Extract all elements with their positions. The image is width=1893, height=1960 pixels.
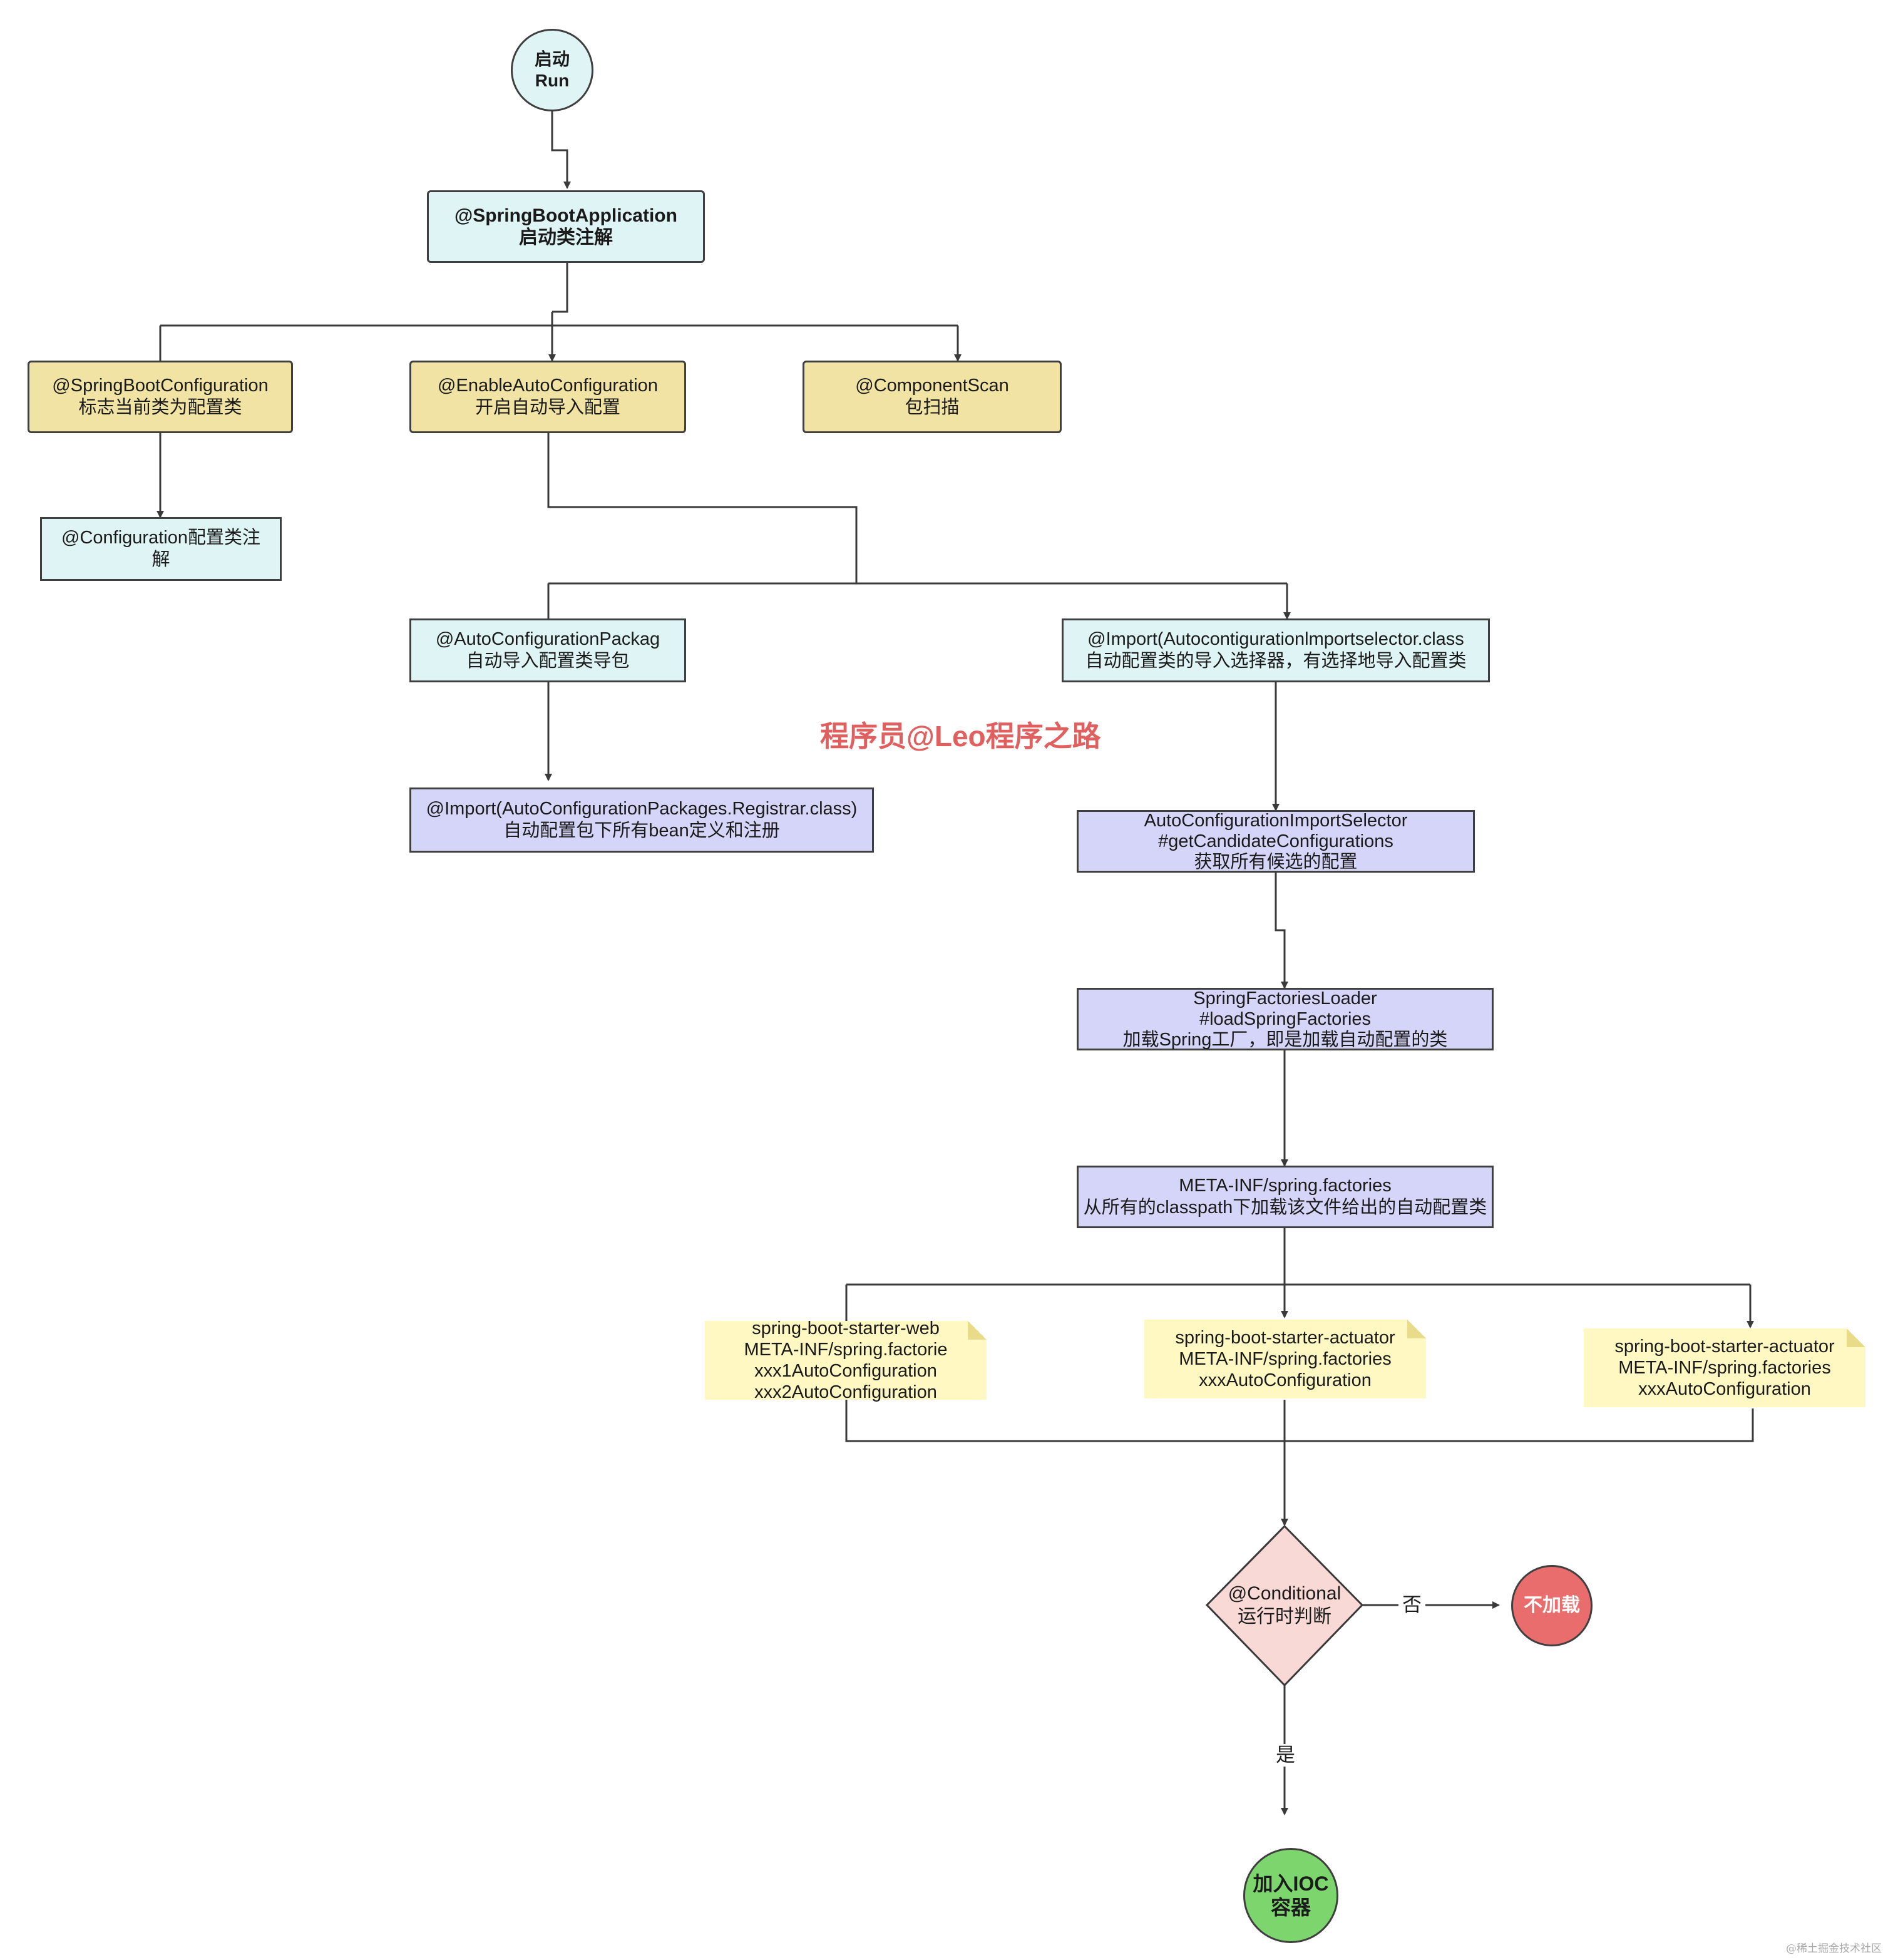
node-desc: 启动类注解	[519, 227, 613, 248]
start-label: 启动	[534, 49, 570, 69]
note-fold	[968, 1321, 987, 1340]
decision-diamond	[1205, 1524, 1364, 1687]
start-node: 启动 Run	[511, 29, 593, 111]
node-desc: 获取所有候选的配置	[1194, 851, 1358, 872]
node-desc: 从所有的classpath下加载该文件给出的自动配置类	[1083, 1198, 1487, 1218]
node-title: @Configuration配置类注	[61, 528, 260, 548]
node-desc: 标志当前类为配置类	[78, 398, 242, 418]
node-title: AutoConfigurationImportSelector	[1144, 810, 1408, 831]
spring-boot-application-node: @SpringBootApplication 启动类注解	[427, 190, 705, 263]
decision-title: @Conditional	[1228, 1583, 1342, 1604]
registrar-node: @Import(AutoConfigurationPackages.Regist…	[409, 788, 874, 853]
node-title: @SpringBootApplication	[454, 205, 677, 226]
no-edge-label: 否	[1398, 1594, 1425, 1616]
component-scan-node: @ComponentScan 包扫描	[803, 361, 1062, 433]
node-method: #getCandidateConfigurations	[1158, 831, 1393, 851]
note-starter-actuator-2: spring-boot-starter-actuator META-INF/sp…	[1584, 1328, 1865, 1407]
note-line: META-INF/spring.factories	[1618, 1358, 1831, 1378]
note-line: spring-boot-starter-web	[752, 1318, 940, 1338]
note-line: xxxAutoConfiguration	[1638, 1379, 1811, 1399]
enable-auto-configuration-node: @EnableAutoConfiguration 开启自动导入配置	[409, 361, 686, 433]
node-title: @ComponentScan	[855, 376, 1009, 396]
note-fold	[1407, 1320, 1426, 1338]
note-starter-web: spring-boot-starter-web META-INF/spring.…	[705, 1318, 987, 1402]
node-title: META-INF/spring.factories	[1179, 1176, 1392, 1196]
node-method: #loadSpringFactories	[1199, 1008, 1372, 1029]
auto-configuration-import-selector-node: AutoConfigurationImportSelector #getCand…	[1077, 810, 1475, 873]
decision-desc: 运行时判断	[1238, 1606, 1331, 1627]
meta-inf-node: META-INF/spring.factories 从所有的classpath下…	[1077, 1166, 1494, 1228]
node-desc: 自动配置包下所有bean定义和注册	[503, 821, 780, 841]
conditional-decision: @Conditional 运行时判断	[1207, 1565, 1362, 1645]
not-load-node: 不加载	[1511, 1565, 1593, 1646]
note-line: spring-boot-starter-actuator	[1614, 1337, 1835, 1357]
ioc-label: 加入IOC	[1253, 1872, 1329, 1895]
not-load-label: 不加载	[1524, 1595, 1580, 1616]
configuration-node: @Configuration配置类注 解	[40, 517, 282, 581]
node-title: SpringFactoriesLoader	[1193, 988, 1377, 1008]
note-fold	[1847, 1328, 1865, 1347]
author-watermark: 程序员@Leo程序之路	[820, 720, 1101, 752]
edge-eac-split	[547, 433, 858, 583]
note-line: xxxAutoConfiguration	[1199, 1370, 1372, 1390]
edge-acis-sfl	[1275, 873, 1288, 989]
node-desc: 开启自动导入配置	[475, 398, 620, 418]
spring-factories-loader-node: SpringFactoriesLoader #loadSpringFactori…	[1077, 988, 1494, 1050]
node-desc: 解	[151, 550, 170, 570]
note-line: META-INF/spring.factories	[1179, 1349, 1392, 1369]
node-desc: 加载Spring工厂，即是加载自动配置的类	[1122, 1029, 1448, 1050]
platform-watermark: @稀土掘金技术社区	[1786, 1942, 1882, 1955]
node-title: @Import(AutoConfigurationPackages.Regist…	[426, 799, 858, 819]
node-title: @AutoConfigurationPackag	[435, 629, 660, 649]
node-title: @SpringBootConfiguration	[52, 376, 269, 396]
node-title: @EnableAutoConfiguration	[438, 376, 658, 396]
ioc-sublabel: 容器	[1270, 1896, 1311, 1919]
add-to-ioc-node: 加入IOC 容器	[1243, 1848, 1338, 1943]
import-selector-node: @Import(Autocontigurationlmportselector.…	[1062, 618, 1490, 682]
node-desc: 包扫描	[905, 398, 960, 418]
edge-start-app	[551, 110, 571, 189]
node-desc: 自动配置类的导入选择器，有选择地导入配置类	[1085, 651, 1467, 671]
spring-boot-configuration-node: @SpringBootConfiguration 标志当前类为配置类	[28, 361, 293, 433]
note-line: xxx1AutoConfiguration	[754, 1361, 937, 1381]
auto-configuration-package-node: @AutoConfigurationPackag 自动导入配置类导包	[409, 618, 686, 682]
yes-edge-label: 是	[1272, 1744, 1299, 1767]
start-sublabel: Run	[535, 71, 570, 90]
note-starter-actuator-1: spring-boot-starter-actuator META-INF/sp…	[1144, 1320, 1426, 1398]
edge-app-split	[552, 263, 568, 313]
note-line: spring-boot-starter-actuator	[1175, 1328, 1395, 1348]
node-title: @Import(Autocontigurationlmportselector.…	[1087, 629, 1464, 649]
note-line: xxx2AutoConfiguration	[754, 1382, 937, 1402]
node-desc: 自动导入配置类导包	[466, 651, 630, 671]
note-line: META-INF/spring.factorie	[744, 1340, 948, 1360]
